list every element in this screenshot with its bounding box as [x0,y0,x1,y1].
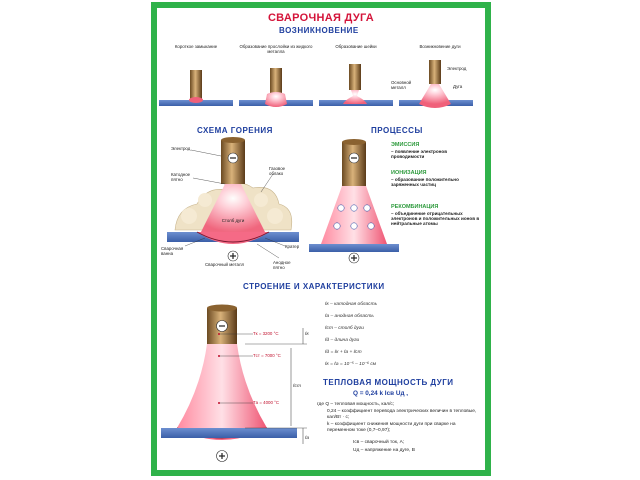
legend-line-3: ℓст – столб дуги [325,326,364,331]
formula-note-4: Iсв – сварочный ток, А; [353,440,405,445]
origin-label-3: Образование шейки [335,44,377,49]
legend-line-6: ℓк = ℓа = 10⁻⁵ – 10⁻⁶ см [325,362,377,367]
temp-cathode: Tк = 3200 °С [253,331,279,336]
diagram-graphics [159,60,473,462]
power-formula: Q = 0,24 k Iсв Uд , [353,390,409,397]
legend-line-4: ℓд – длина дуги [325,338,360,343]
origin-step-2 [239,68,313,107]
process-desc-1: – появление электронов проводимости [391,149,448,160]
legend-line-2: ℓа – анодная область [325,314,374,319]
processes-scheme [309,139,399,264]
dim-column: ℓст [293,384,301,389]
process-term-3: РЕКОМБИНАЦИЯ [391,204,439,210]
origin-callout-electrode: Электрод [447,66,467,71]
legend-line-5: ℓд = ℓк + ℓа + ℓст [325,350,362,355]
process-desc-3: – объединение отрицательных электронов и… [391,211,480,227]
burning-scheme [167,137,299,262]
section-structure-title: СТРОЕНИЕ И ХАРАКТЕРИСТИКИ [243,282,385,291]
burning-label-crater: Кратер [285,244,300,249]
origin-callout-base-metal: Основной металл [391,80,412,90]
burning-label-base-metal: Сварочный металл [205,262,245,267]
section-origin-title: ВОЗНИКНОВЕНИЕ [279,26,359,35]
origin-label-2: Образование прослойки из жидкого металла [239,44,313,54]
poster-sheet: СВАРОЧНАЯ ДУГА ВОЗНИКНОВЕНИЕ [157,8,485,470]
legend-line-1: ℓк – катодная область [325,302,378,307]
formula-note-3: k – коэффициент снижения мощности дуги п… [327,422,456,434]
formula-note-5: Uд – напряжение на дуге, В [353,448,415,453]
structure-scheme [161,304,307,462]
dim-cathode: ℓк [305,332,309,337]
burning-label-arc-column: Столб дуги [221,218,245,223]
burning-label-cathode-spot: Катодное пятно [171,172,191,182]
temp-anode: Tа = 4000 °С [253,400,280,405]
origin-callout-arc: Дуга [453,84,463,89]
origin-label-4: Возникновение дуги [419,44,461,49]
temp-column: Tст = 7000 °С [253,353,281,358]
burning-label-gas-shield: Газовое облако [269,166,286,176]
section-power-title: ТЕПЛОВАЯ МОЩНОСТЬ ДУГИ [323,378,454,387]
origin-step-3 [319,64,393,106]
formula-note-2: 0,24 – коэффициент перевода электрически… [327,409,477,421]
process-desc-2: – образование положительно заряженных ча… [391,177,459,188]
origin-label-1: Короткое замыкание [174,44,218,49]
burning-label-anode-spot: Анодное пятно [273,260,291,270]
origin-step-4 [399,60,473,108]
poster-title: СВАРОЧНАЯ ДУГА [267,12,375,24]
burning-label-electrode: Электрод [171,146,191,151]
process-term-2: ИОНИЗАЦИЯ [391,170,427,176]
section-processes-title: ПРОЦЕССЫ [371,126,423,135]
formula-note-1: где Q – тепловая мощность, кал/с; [317,402,395,407]
poster-frame: СВАРОЧНАЯ ДУГА ВОЗНИКНОВЕНИЕ [151,2,491,476]
section-burning-title: СХЕМА ГОРЕНИЯ [197,126,273,135]
process-term-1: ЭМИССИЯ [391,142,420,148]
burning-label-weld-pool: Сварочная ванна [161,246,184,256]
origin-step-1 [159,70,233,106]
dim-anode: ℓа [305,436,310,441]
